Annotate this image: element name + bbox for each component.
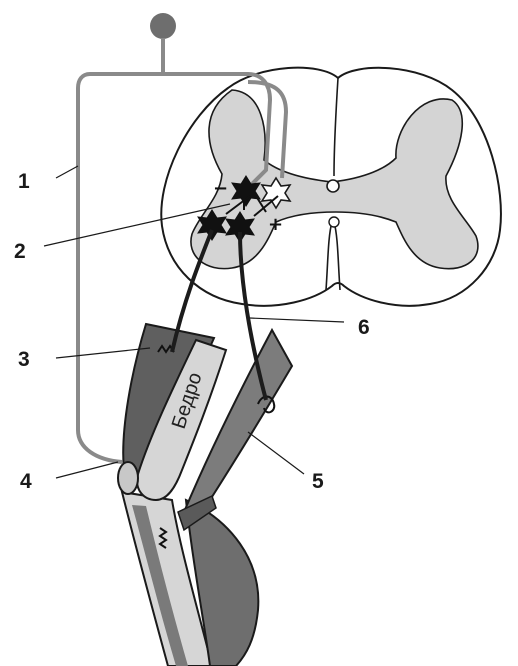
- leader-6: [250, 318, 344, 322]
- leader-3: [56, 348, 150, 358]
- callout-4: 4: [20, 470, 32, 493]
- ganglion-cell-body: [150, 13, 176, 39]
- ventral-fissure-end: [329, 217, 339, 227]
- patella: [118, 462, 138, 494]
- callout-1: 1: [18, 170, 30, 193]
- plus-sign: +: [268, 214, 283, 235]
- callout-2: 2: [14, 240, 26, 263]
- leader-5: [248, 432, 304, 474]
- callout-3: 3: [18, 348, 30, 371]
- leg: Бедро: [118, 324, 292, 666]
- leader-4: [56, 462, 118, 478]
- minus-sign: −: [213, 178, 228, 199]
- leader-1: [56, 166, 78, 178]
- callout-6: 6: [358, 316, 370, 339]
- callout-5: 5: [312, 470, 324, 493]
- central-canal: [327, 180, 339, 192]
